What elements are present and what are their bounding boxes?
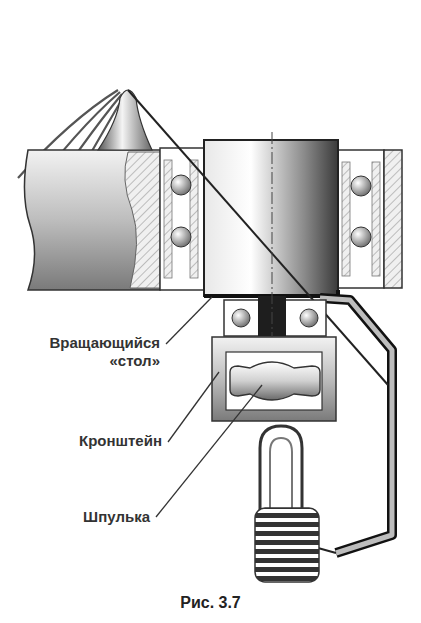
rotating-table-edge [204, 290, 338, 296]
part-label: Вращающийся «стол» [38, 334, 160, 370]
part-label: Кронштейн [79, 432, 162, 450]
bobbin-winding [255, 508, 319, 582]
leader-line [168, 372, 219, 442]
housing-section [125, 152, 160, 288]
spool [230, 362, 320, 400]
leader-line [166, 297, 212, 344]
axis-line [272, 132, 273, 346]
rotating-table [204, 140, 338, 296]
housing [24, 150, 160, 290]
bracket-bearing [224, 296, 326, 336]
bearing [338, 150, 384, 288]
housing-section [384, 150, 402, 288]
leader-lines [156, 297, 262, 517]
thread-guide [98, 90, 152, 150]
figure-caption: Рис. 3.7 [0, 594, 421, 612]
bracket [212, 337, 336, 421]
thread [318, 548, 336, 553]
leader-line [156, 385, 262, 517]
part-label: Шпулька [83, 508, 150, 526]
